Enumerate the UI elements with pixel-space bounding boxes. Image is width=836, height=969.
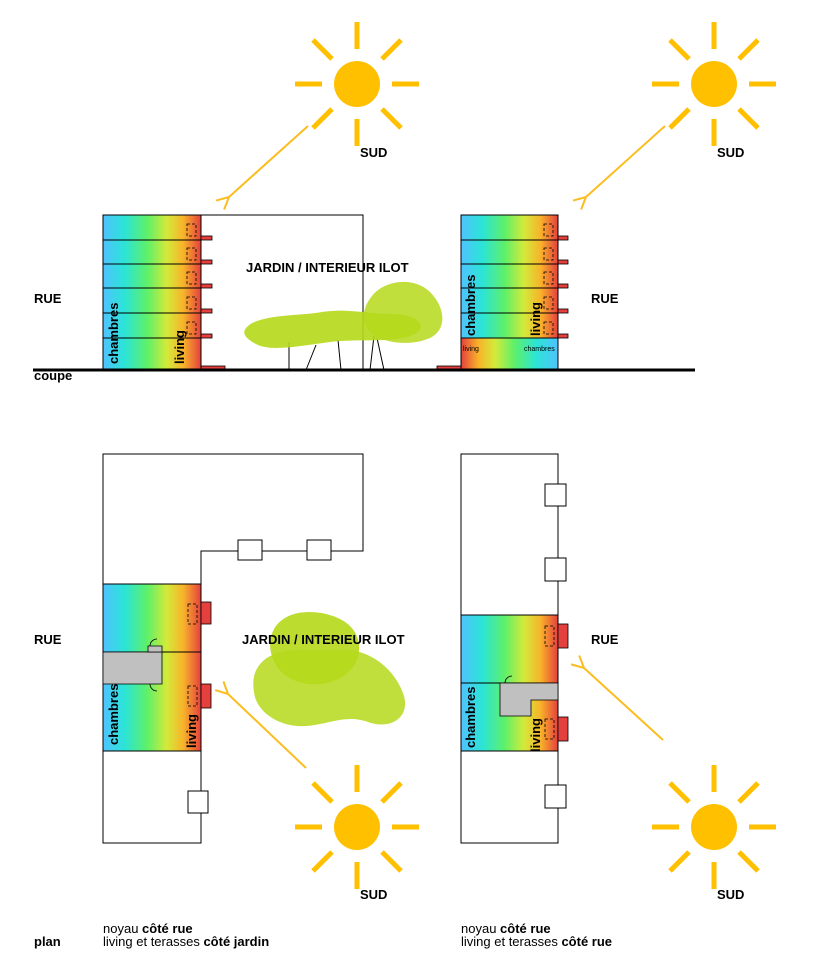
- living-label: living: [184, 714, 199, 748]
- sun-icon: [652, 765, 776, 889]
- sud-label: SUD: [717, 887, 744, 902]
- sun-ray-arrow: [586, 125, 666, 197]
- living-label: living: [528, 718, 543, 752]
- sun-ray-arrow: [228, 694, 307, 769]
- tree-icon: [253, 612, 406, 727]
- ground-living-label: living: [463, 346, 479, 353]
- living-label: living: [528, 302, 543, 336]
- right-building-plan: [460, 453, 569, 844]
- jardin-label: JARDIN / INTERIEUR ILOT: [246, 260, 409, 275]
- caption-right-line2: living et terasses côté rue: [461, 934, 612, 949]
- left-building-plan: [102, 453, 364, 844]
- living-label: living: [172, 330, 187, 364]
- sun-ray-arrow: [584, 668, 664, 741]
- tree-icon: [244, 281, 443, 371]
- rue-label: RUE: [591, 291, 619, 306]
- sud-label: SUD: [360, 887, 387, 902]
- sud-label: SUD: [717, 145, 744, 160]
- left-building-section: [102, 214, 226, 371]
- chambres-label: chambres: [106, 303, 121, 364]
- right-building-section: [436, 214, 569, 371]
- rue-label: RUE: [34, 632, 62, 647]
- sun-ray-arrow: [229, 125, 309, 197]
- sud-label: SUD: [360, 145, 387, 160]
- sun-icon: [295, 765, 419, 889]
- caption-left-line1: noyau côté rue: [103, 921, 193, 936]
- chambres-label: chambres: [106, 684, 121, 745]
- chambres-label: chambres: [463, 687, 478, 748]
- chambres-label: chambres: [463, 275, 478, 336]
- rue-label: RUE: [34, 291, 62, 306]
- jardin-label: JARDIN / INTERIEUR ILOT: [242, 632, 405, 647]
- sun-icon: [295, 22, 419, 146]
- coupe-label: coupe: [34, 368, 72, 383]
- caption-left-line2: living et terasses côté jardin: [103, 934, 269, 949]
- plan-label: plan: [34, 934, 61, 949]
- ground-chambres-label: chambres: [524, 346, 555, 353]
- caption-right-line1: noyau côté rue: [461, 921, 551, 936]
- rue-label: RUE: [591, 632, 619, 647]
- sun-icon: [652, 22, 776, 146]
